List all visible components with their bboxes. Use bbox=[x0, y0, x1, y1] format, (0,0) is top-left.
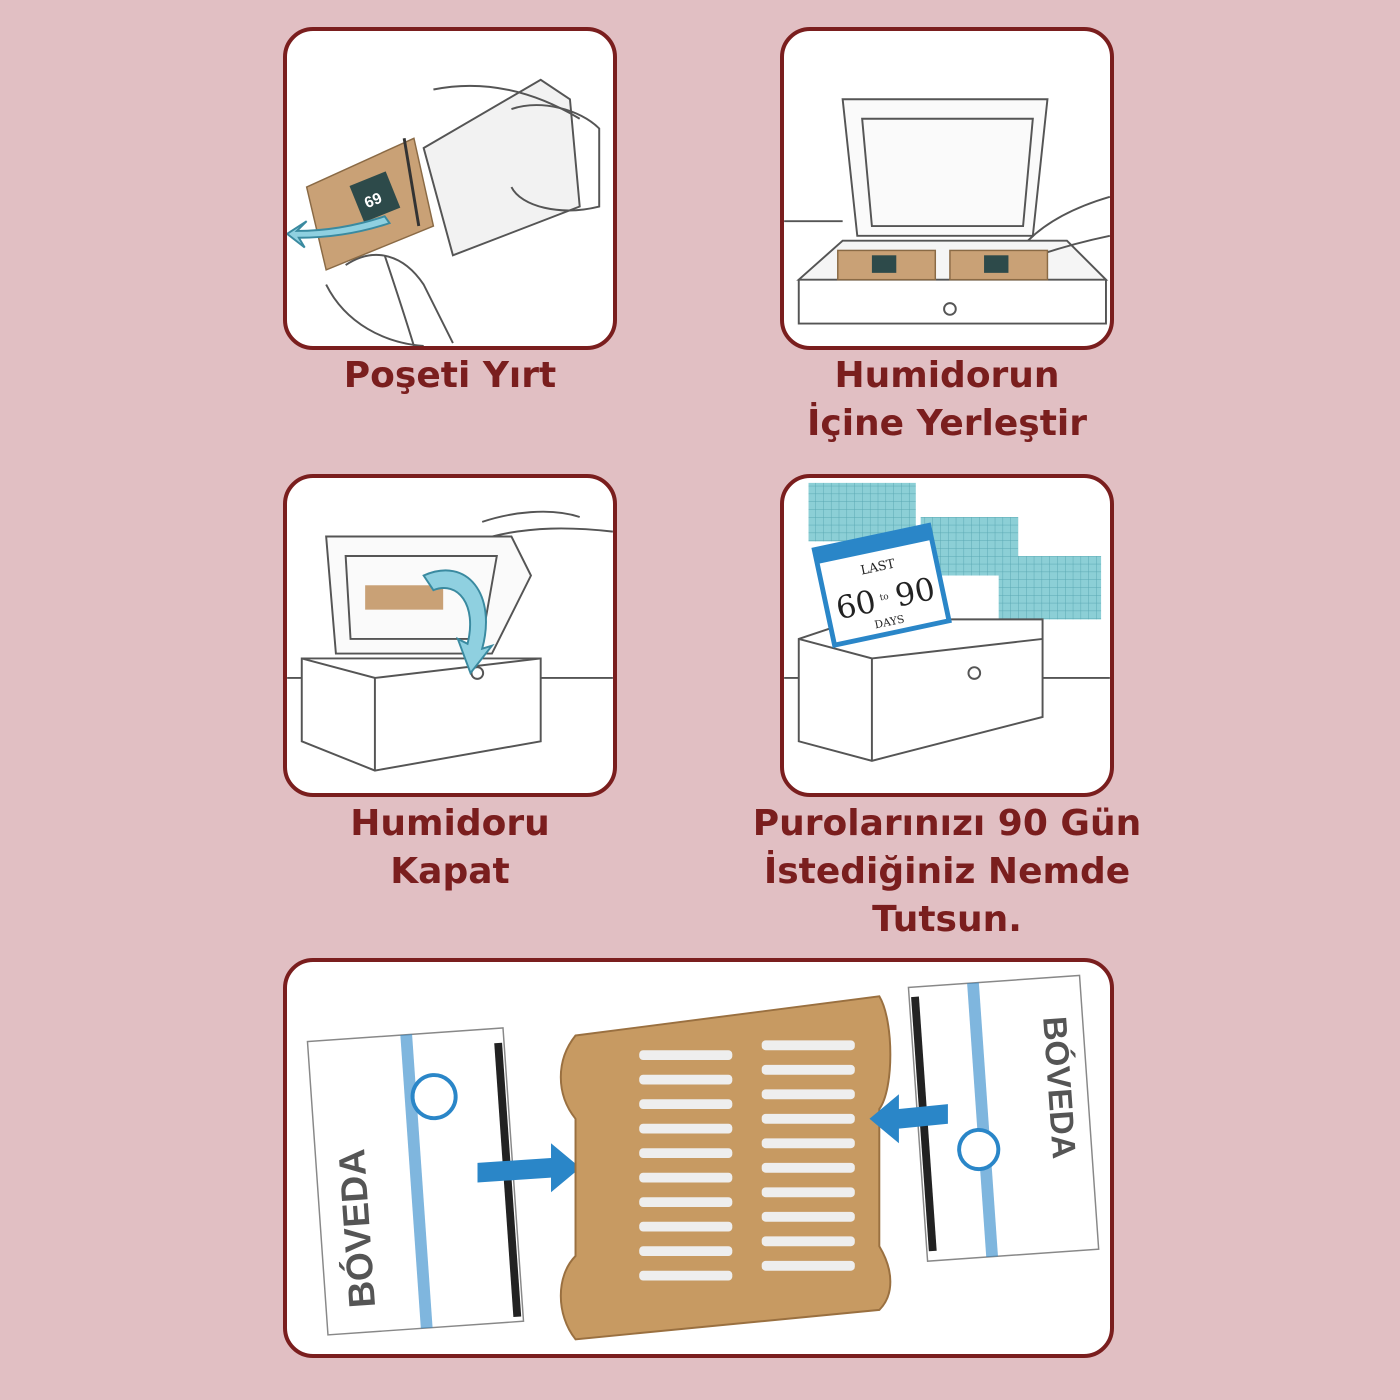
boveda-holder-icon: BÓVEDA BÓVEDA bbox=[306, 974, 1100, 1341]
place-in-humidor-icon bbox=[784, 98, 1110, 325]
step-3-line-2: Kapat bbox=[390, 851, 510, 892]
step-1-panel: 69 bbox=[283, 27, 617, 350]
step-3-panel bbox=[283, 474, 617, 797]
boveda-panel: BÓVEDA BÓVEDA bbox=[283, 958, 1114, 1358]
calendar-from: 60 bbox=[833, 584, 879, 627]
calendar-to: 90 bbox=[892, 571, 938, 614]
tear-packet-icon: 69 bbox=[287, 78, 601, 346]
step-3-line-1: Humidoru bbox=[350, 803, 550, 844]
calendar-top: LAST bbox=[859, 556, 897, 578]
close-humidor-icon bbox=[287, 510, 613, 772]
step-4-line-2: İstediğiniz Nemde bbox=[763, 851, 1131, 892]
step-1-caption: Poşeti Yırt bbox=[283, 352, 617, 400]
step-4-caption: Purolarınızı 90 Gün İstediğiniz Nemde Tu… bbox=[745, 800, 1149, 944]
step-2-panel bbox=[780, 27, 1114, 350]
calendar-to-word: to bbox=[879, 592, 890, 604]
calendar-bottom: DAYS bbox=[873, 612, 905, 631]
step-4-line-3: Tutsun. bbox=[872, 899, 1022, 940]
step-2-line-1: Humidorun bbox=[834, 355, 1060, 396]
step-2-line-2: İçine Yerleştir bbox=[806, 403, 1088, 444]
step-4-line-1: Purolarınızı 90 Gün bbox=[752, 803, 1142, 844]
step-1-line-1: Poşeti Yırt bbox=[343, 355, 557, 396]
step-4-panel: LAST 60 to 90 DAYS bbox=[780, 474, 1114, 797]
step-2-caption: Humidorun İçine Yerleştir bbox=[770, 352, 1124, 448]
step-3-caption: Humidoru Kapat bbox=[283, 800, 617, 896]
calendar-icon: LAST 60 to 90 DAYS bbox=[784, 482, 1110, 762]
packet-label: 69 bbox=[362, 190, 385, 212]
